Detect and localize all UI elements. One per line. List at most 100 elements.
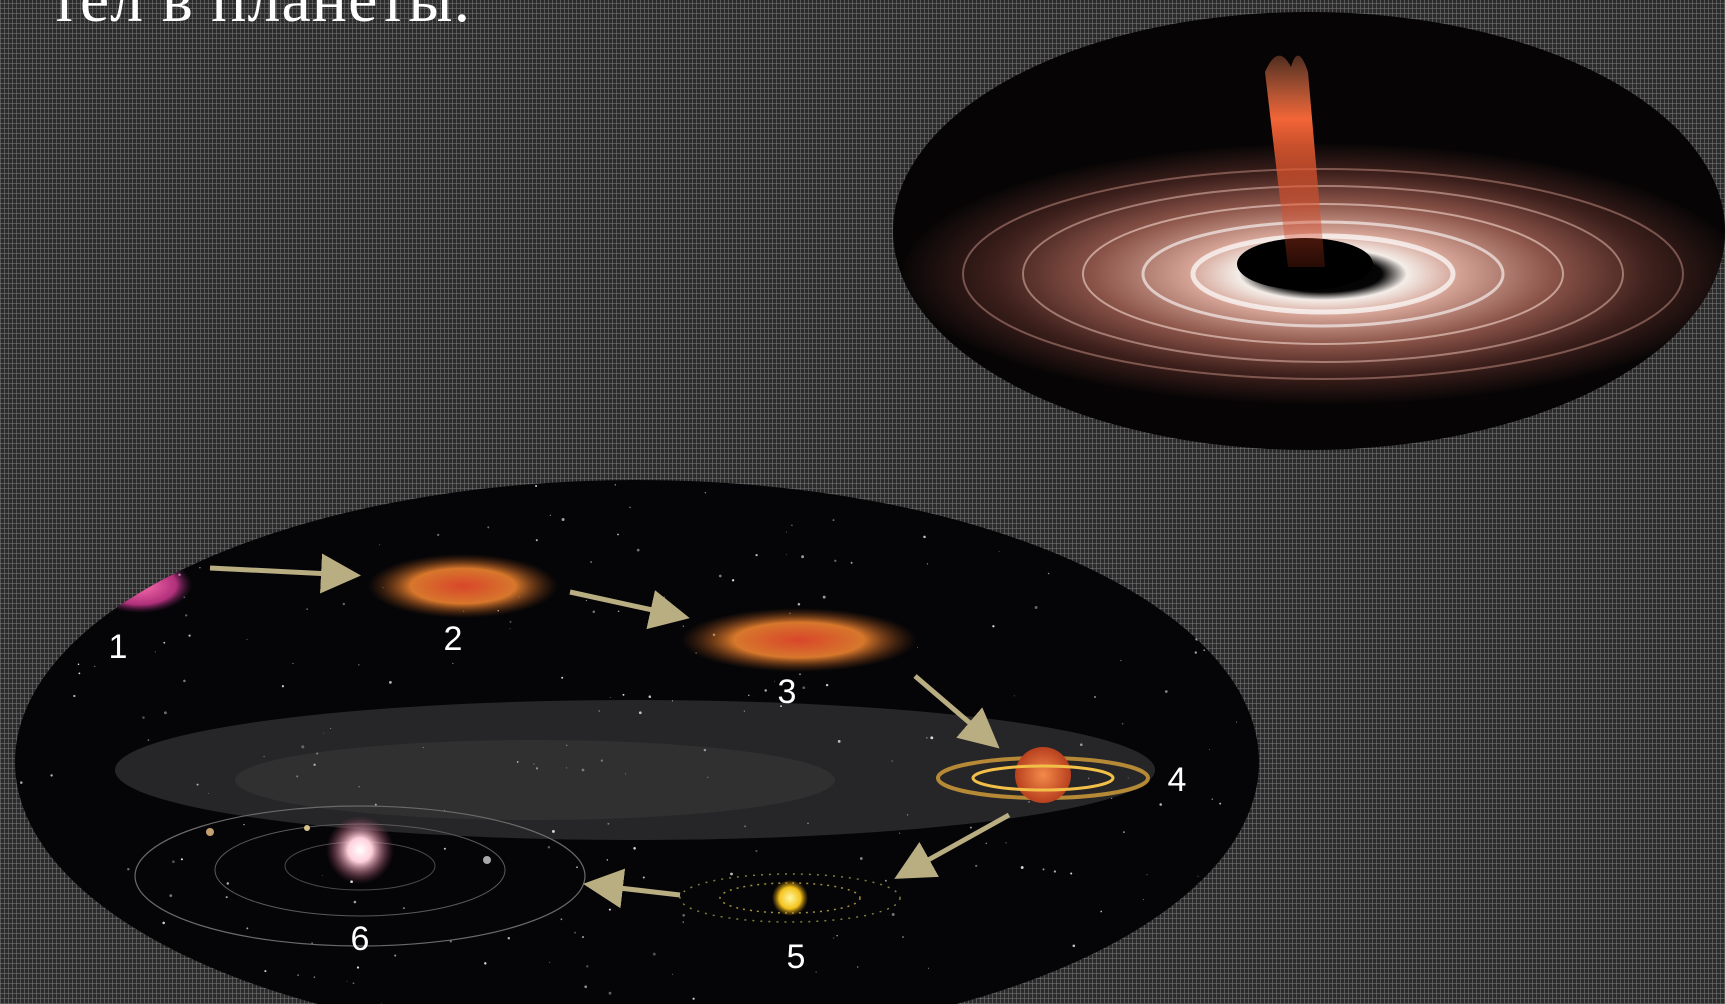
accretion-disk-illustration <box>893 12 1725 450</box>
stage-6-solar-system <box>134 805 586 947</box>
star <box>1209 749 1211 751</box>
star <box>1042 868 1045 871</box>
star <box>891 760 893 762</box>
star <box>985 842 987 844</box>
star <box>507 937 510 940</box>
star <box>1159 803 1162 806</box>
star <box>1100 910 1103 913</box>
star <box>825 683 829 687</box>
stage-1-nebula <box>88 557 192 613</box>
star <box>134 589 137 593</box>
star <box>356 966 360 969</box>
star <box>815 971 817 973</box>
star <box>663 596 665 598</box>
stage-5-young-star <box>679 873 901 923</box>
star <box>1047 572 1050 575</box>
star <box>142 716 145 719</box>
star <box>797 602 801 606</box>
star <box>1197 875 1199 877</box>
star <box>535 767 539 770</box>
star <box>37 641 41 644</box>
star <box>614 484 616 486</box>
star <box>226 995 228 998</box>
star <box>509 628 511 630</box>
star <box>802 686 806 690</box>
stage-label-5: 5 <box>787 938 806 976</box>
star <box>358 664 360 666</box>
star <box>547 845 551 849</box>
star <box>857 966 859 968</box>
star <box>394 954 397 957</box>
star <box>832 937 835 939</box>
star <box>296 775 299 778</box>
star <box>226 882 230 885</box>
star <box>1143 581 1147 585</box>
star <box>608 908 611 911</box>
star <box>847 480 849 483</box>
star <box>842 480 845 483</box>
star <box>609 696 611 698</box>
star <box>671 700 674 702</box>
star <box>999 491 1002 494</box>
star <box>342 602 346 606</box>
star <box>31 608 33 610</box>
star <box>147 739 150 741</box>
star <box>1212 533 1215 536</box>
star <box>297 974 299 976</box>
star <box>832 519 835 522</box>
star <box>402 907 405 910</box>
star <box>923 535 926 539</box>
star <box>169 894 173 897</box>
star <box>221 480 225 483</box>
star <box>682 913 686 917</box>
star <box>774 680 776 682</box>
star <box>549 514 551 516</box>
planet-formation-illustration: 1 2 3 4 5 6 <box>15 480 1259 1004</box>
star <box>629 506 631 509</box>
star <box>561 518 565 521</box>
star <box>1045 994 1048 998</box>
star <box>180 858 183 861</box>
star <box>682 921 684 923</box>
star <box>116 554 118 556</box>
star <box>682 625 685 627</box>
star <box>975 864 978 868</box>
star <box>617 533 619 536</box>
star <box>1236 721 1237 723</box>
star <box>1230 994 1233 997</box>
star <box>642 876 645 879</box>
star <box>672 973 673 975</box>
stage-label-2: 2 <box>444 620 463 658</box>
star <box>1232 671 1235 674</box>
star <box>585 599 588 602</box>
star <box>1195 637 1199 641</box>
star <box>1094 696 1096 698</box>
star <box>103 595 105 597</box>
stage-label-4: 4 <box>1168 761 1187 799</box>
star <box>84 613 87 616</box>
star <box>1087 777 1090 780</box>
star <box>1028 800 1030 803</box>
star <box>224 499 226 501</box>
star <box>617 610 620 613</box>
star <box>917 647 918 649</box>
star <box>1203 649 1206 652</box>
star <box>1053 870 1057 873</box>
star <box>636 548 640 552</box>
star <box>185 614 188 617</box>
star <box>928 967 929 969</box>
star <box>1225 629 1227 631</box>
star <box>755 849 758 853</box>
star <box>321 874 323 876</box>
star <box>535 539 538 542</box>
star <box>422 746 424 748</box>
star <box>600 759 604 762</box>
star <box>899 832 901 834</box>
star <box>443 847 446 850</box>
star <box>1127 777 1129 779</box>
star <box>731 579 735 582</box>
star <box>799 673 801 675</box>
arrow-1-to-2 <box>209 553 361 594</box>
star <box>549 961 551 963</box>
